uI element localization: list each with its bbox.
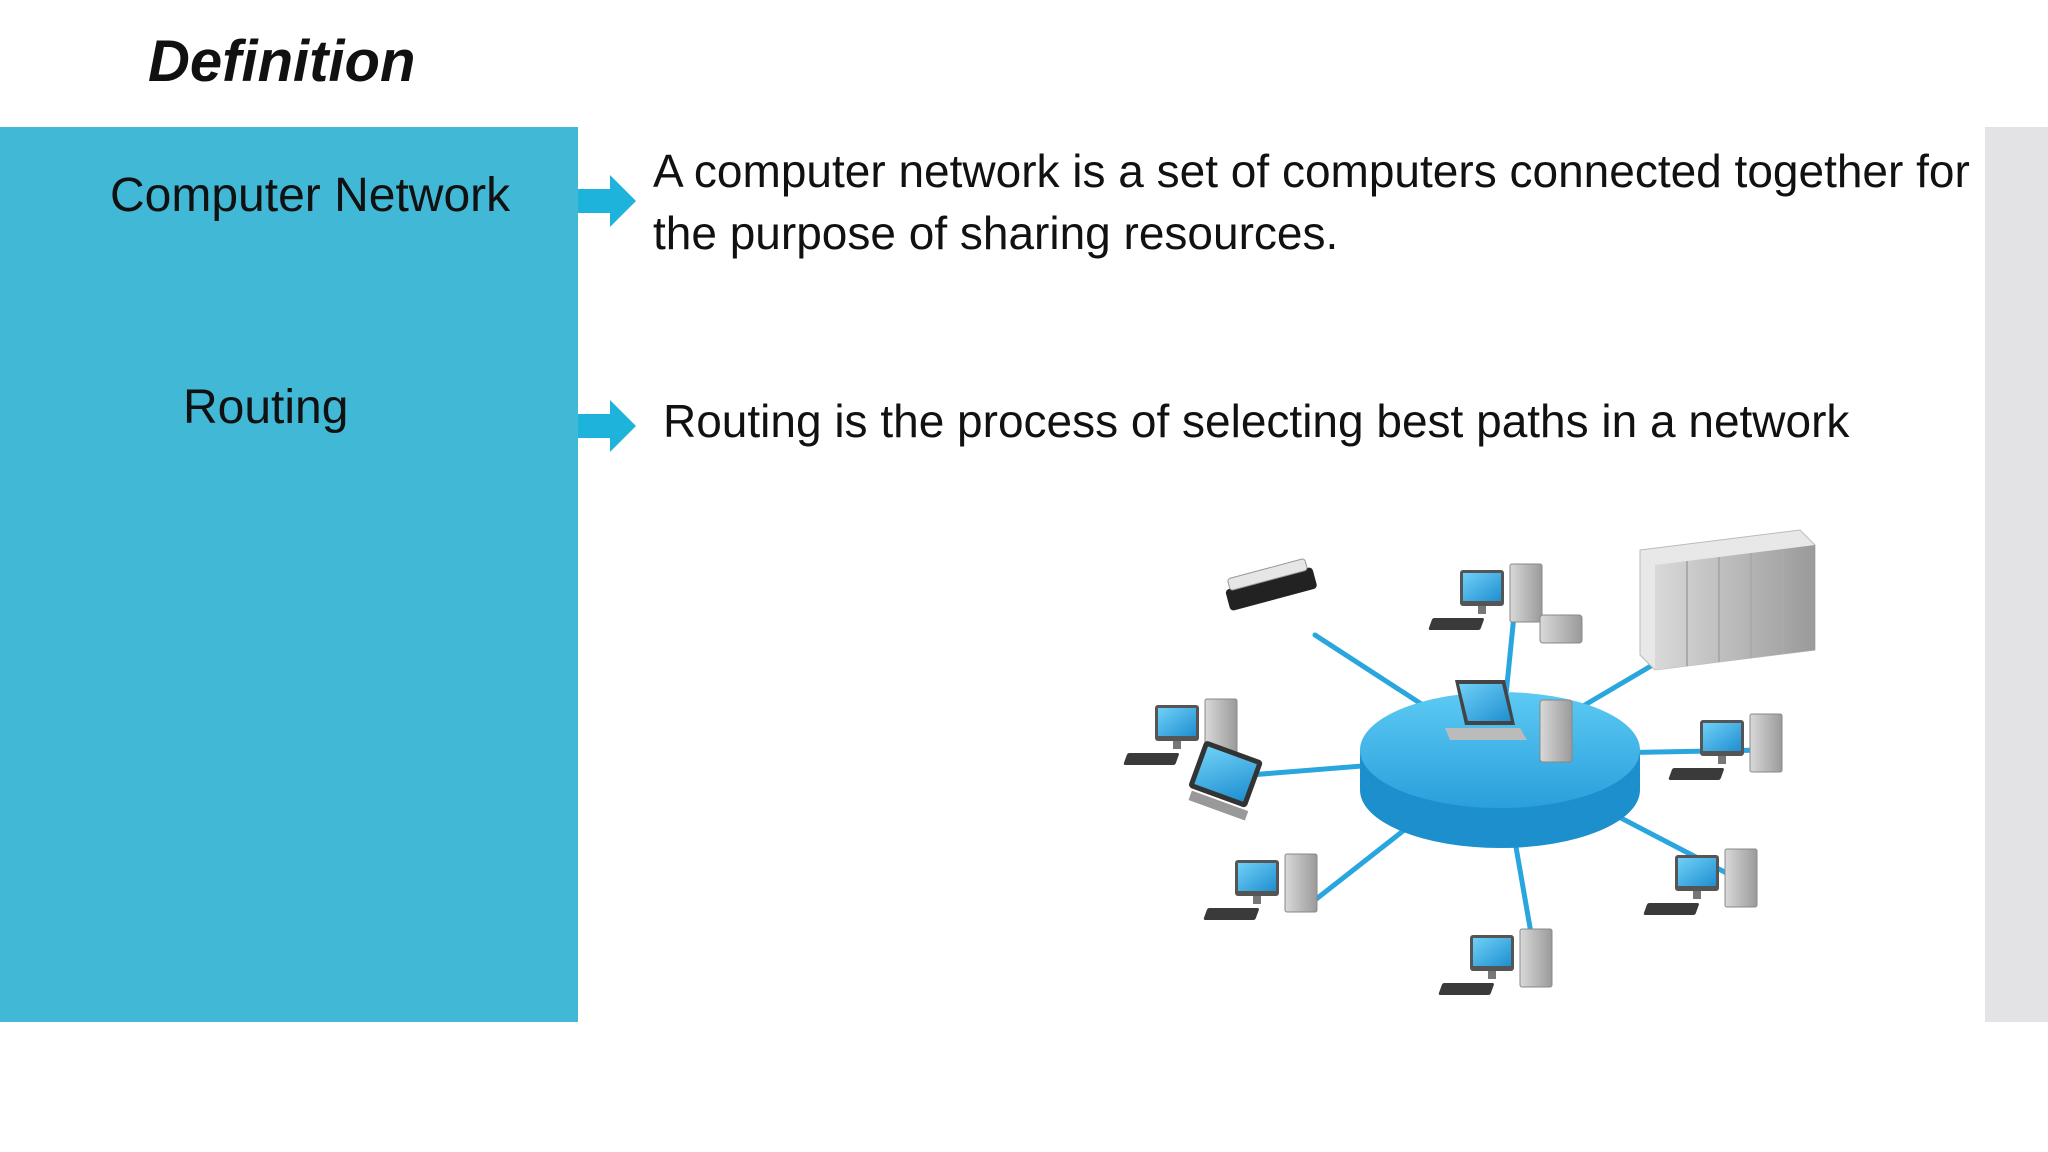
term-routing: Routing	[183, 381, 349, 434]
definition-routing: Routing is the process of selecting best…	[663, 395, 1850, 447]
terms-panel	[0, 127, 578, 1022]
term-computer-network: Computer Network	[110, 169, 511, 222]
arrow-right-icon	[578, 175, 636, 227]
side-strip	[1985, 127, 2048, 1022]
network-topology-image	[1122, 529, 1816, 996]
arrow-right-icon	[578, 400, 636, 452]
definition-computer-network: A computer network is a set of computers…	[653, 145, 1970, 259]
slide-title: Definition	[148, 29, 416, 94]
